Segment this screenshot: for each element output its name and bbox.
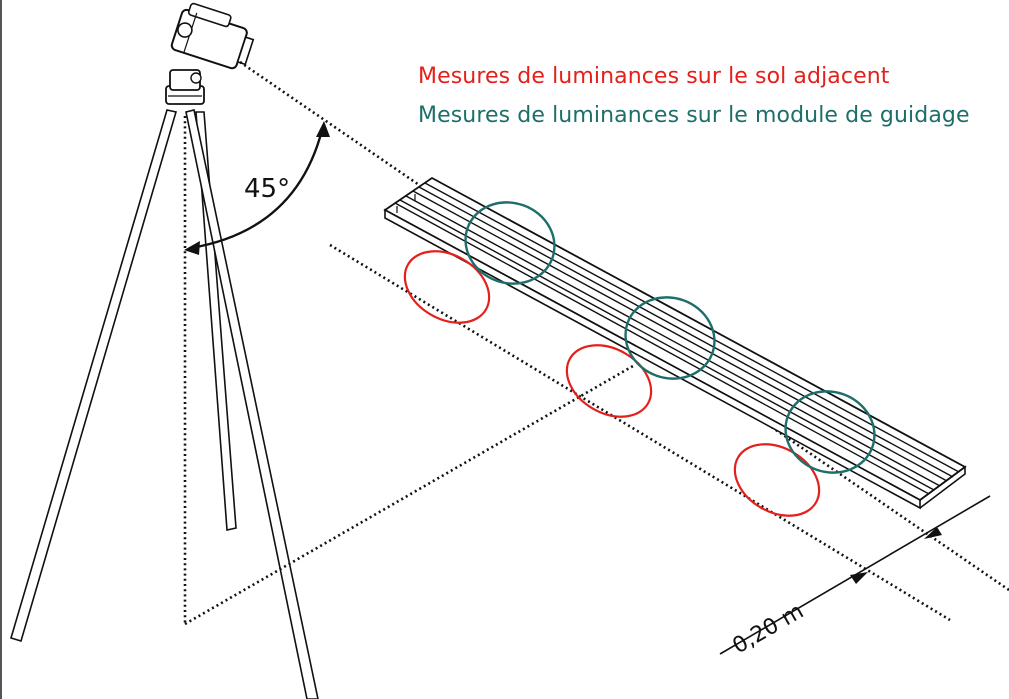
module-zone-3 <box>784 390 876 474</box>
module-zone-1 <box>464 201 556 285</box>
tripod-head <box>165 69 205 105</box>
legend-module-text: Mesures de luminances sur le module de g… <box>418 103 970 128</box>
angle-indicator: 45° <box>184 121 330 255</box>
ground-zone-1 <box>403 250 491 324</box>
tripod <box>10 69 319 699</box>
legend-ground-text: Mesures de luminances sur le sol adjacen… <box>418 64 890 89</box>
ground-reference-line <box>329 243 951 622</box>
guidance-module <box>383 176 967 510</box>
eyepiece-icon <box>177 22 193 38</box>
distance-label: 0,20 m <box>729 599 809 659</box>
module-measurement-zones <box>464 201 876 474</box>
dimension-arrow-lower-icon <box>850 572 868 584</box>
arrow-head-left-icon <box>184 241 200 255</box>
ground-zone-2 <box>565 344 653 418</box>
angle-label: 45° <box>244 174 290 204</box>
tripod-leg-middle <box>195 111 237 531</box>
dimension-arrow-upper-icon <box>924 527 942 539</box>
tripod-leg-left <box>10 109 178 642</box>
distance-dimension: 0,20 m <box>719 495 991 659</box>
module-zone-2 <box>624 296 716 380</box>
luminance-meter <box>170 2 255 70</box>
tripod-leg-right <box>185 109 319 699</box>
arrow-head-top-icon <box>316 121 330 137</box>
